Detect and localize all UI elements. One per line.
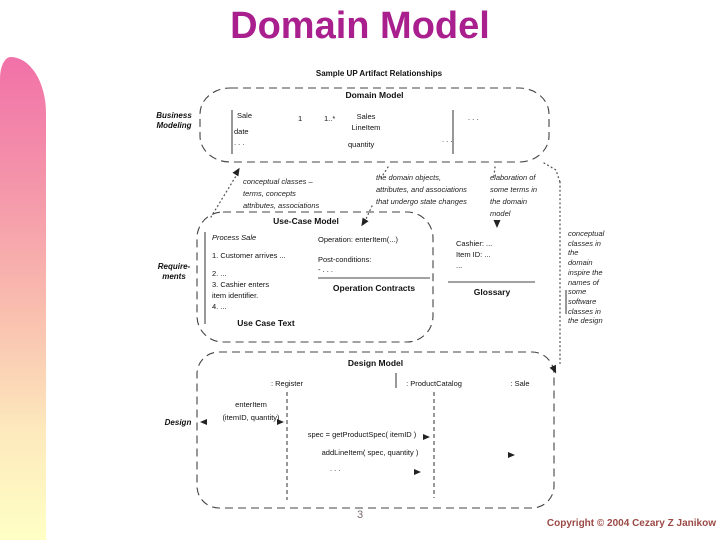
use-case-model-border [196,211,434,343]
slide-page-number: 3 [356,509,364,521]
operation-contracts-label: Operation Contracts [332,283,416,293]
lifeline-product-catalog: : ProductCatalog [406,379,462,388]
arrowhead-down-to-usecase [361,217,369,227]
operation-contract-line: Operation: enterItem(...) [318,235,399,244]
operation-contract-line: Post-conditions: [318,255,372,264]
lifeline-register: : Register [270,379,304,388]
message-more: . . . [330,464,341,473]
operation-contract-line: - . . . [318,265,333,274]
arrowhead-addlineitem [508,452,515,458]
left-gradient-decoration [0,57,46,540]
arrowhead-enteritem-left [200,419,207,425]
diagram-lines [196,87,567,509]
message-enteritem: enterItem (itemID, quantity) [222,400,280,422]
use-case-line: 3. Cashier enters [212,280,270,289]
saleslineitem-class-name: Sales LineItem [351,112,381,132]
sale-class-name: Sale [237,111,253,120]
glossary-line: Item ID: ... [456,250,491,259]
use-case-line: item identifier. [212,291,259,300]
diagram-caption: Sample UP Artifact Relationships [315,69,443,78]
lifeline-sale: : Sale [510,379,530,388]
connector-usecase-to-domain [210,175,237,218]
multiplicity-right: 1..* [324,114,336,123]
glossary-line: Cashier: ... [456,239,493,248]
use-case-text-label: Use Case Text [237,318,295,328]
multiplicity-left: 1 [298,114,303,123]
connector-note3-top [493,166,496,177]
phase-label-business-modeling: Business Modeling [156,111,192,130]
slide-title: Domain Model [230,5,490,47]
design-model-border [196,351,555,509]
domain-model-label: Domain Model [345,90,404,100]
use-case-line: 1. Customer arrives ... [212,251,286,260]
arrowhead-more-message [414,469,421,475]
arrowhead-enteritem-right [277,419,284,425]
saleslineitem-attribute: quantity [348,140,375,149]
sale-class-ellipsis: . . . [234,138,245,147]
arrowhead-down-to-design [549,364,557,374]
up-artifact-relationships-diagram: Sample UP Artifact Relationships Busines… [148,66,618,516]
use-case-line: 2. ... [212,269,227,278]
glossary-line: ... [456,261,463,270]
design-model-label: Design Model [347,358,404,368]
connector-domain-to-design-curve [543,162,561,183]
arrowhead-down-to-glossary [493,220,501,228]
note-conceptual-classes: conceptual classes – terms, concepts att… [243,177,320,210]
use-case-title: Process Sale [212,233,257,242]
note-conceptual-inspire-design: conceptual classes in the domain inspire… [568,229,605,326]
domain-ellipsis-top: . . . [468,113,479,122]
use-case-line: 4. ... [212,302,227,311]
phase-label-requirements: Require- ments [157,262,191,281]
glossary-label: Glossary [473,287,511,297]
sale-class-attribute: date [234,127,249,136]
phase-label-design: Design [164,418,192,427]
message-addlineitem: addLineItem( spec, quantity ) [321,448,419,457]
note-domain-objects: the domain objects, attributes, and asso… [376,173,467,206]
copyright-footer: Copyright © 2004 Cezary Z Janikow [546,518,716,529]
arrowhead-getproductspec [423,434,430,440]
note-elaboration-terms: elaboration of some terms in the domain … [490,173,538,218]
message-getproductspec: spec = getProductSpec( itemID ) [307,430,417,439]
use-case-model-label: Use-Case Model [273,216,339,226]
domain-ellipsis-bottom: . . . [442,135,453,144]
domain-model-border [199,87,550,163]
arrowhead-up-to-domain [232,167,240,177]
